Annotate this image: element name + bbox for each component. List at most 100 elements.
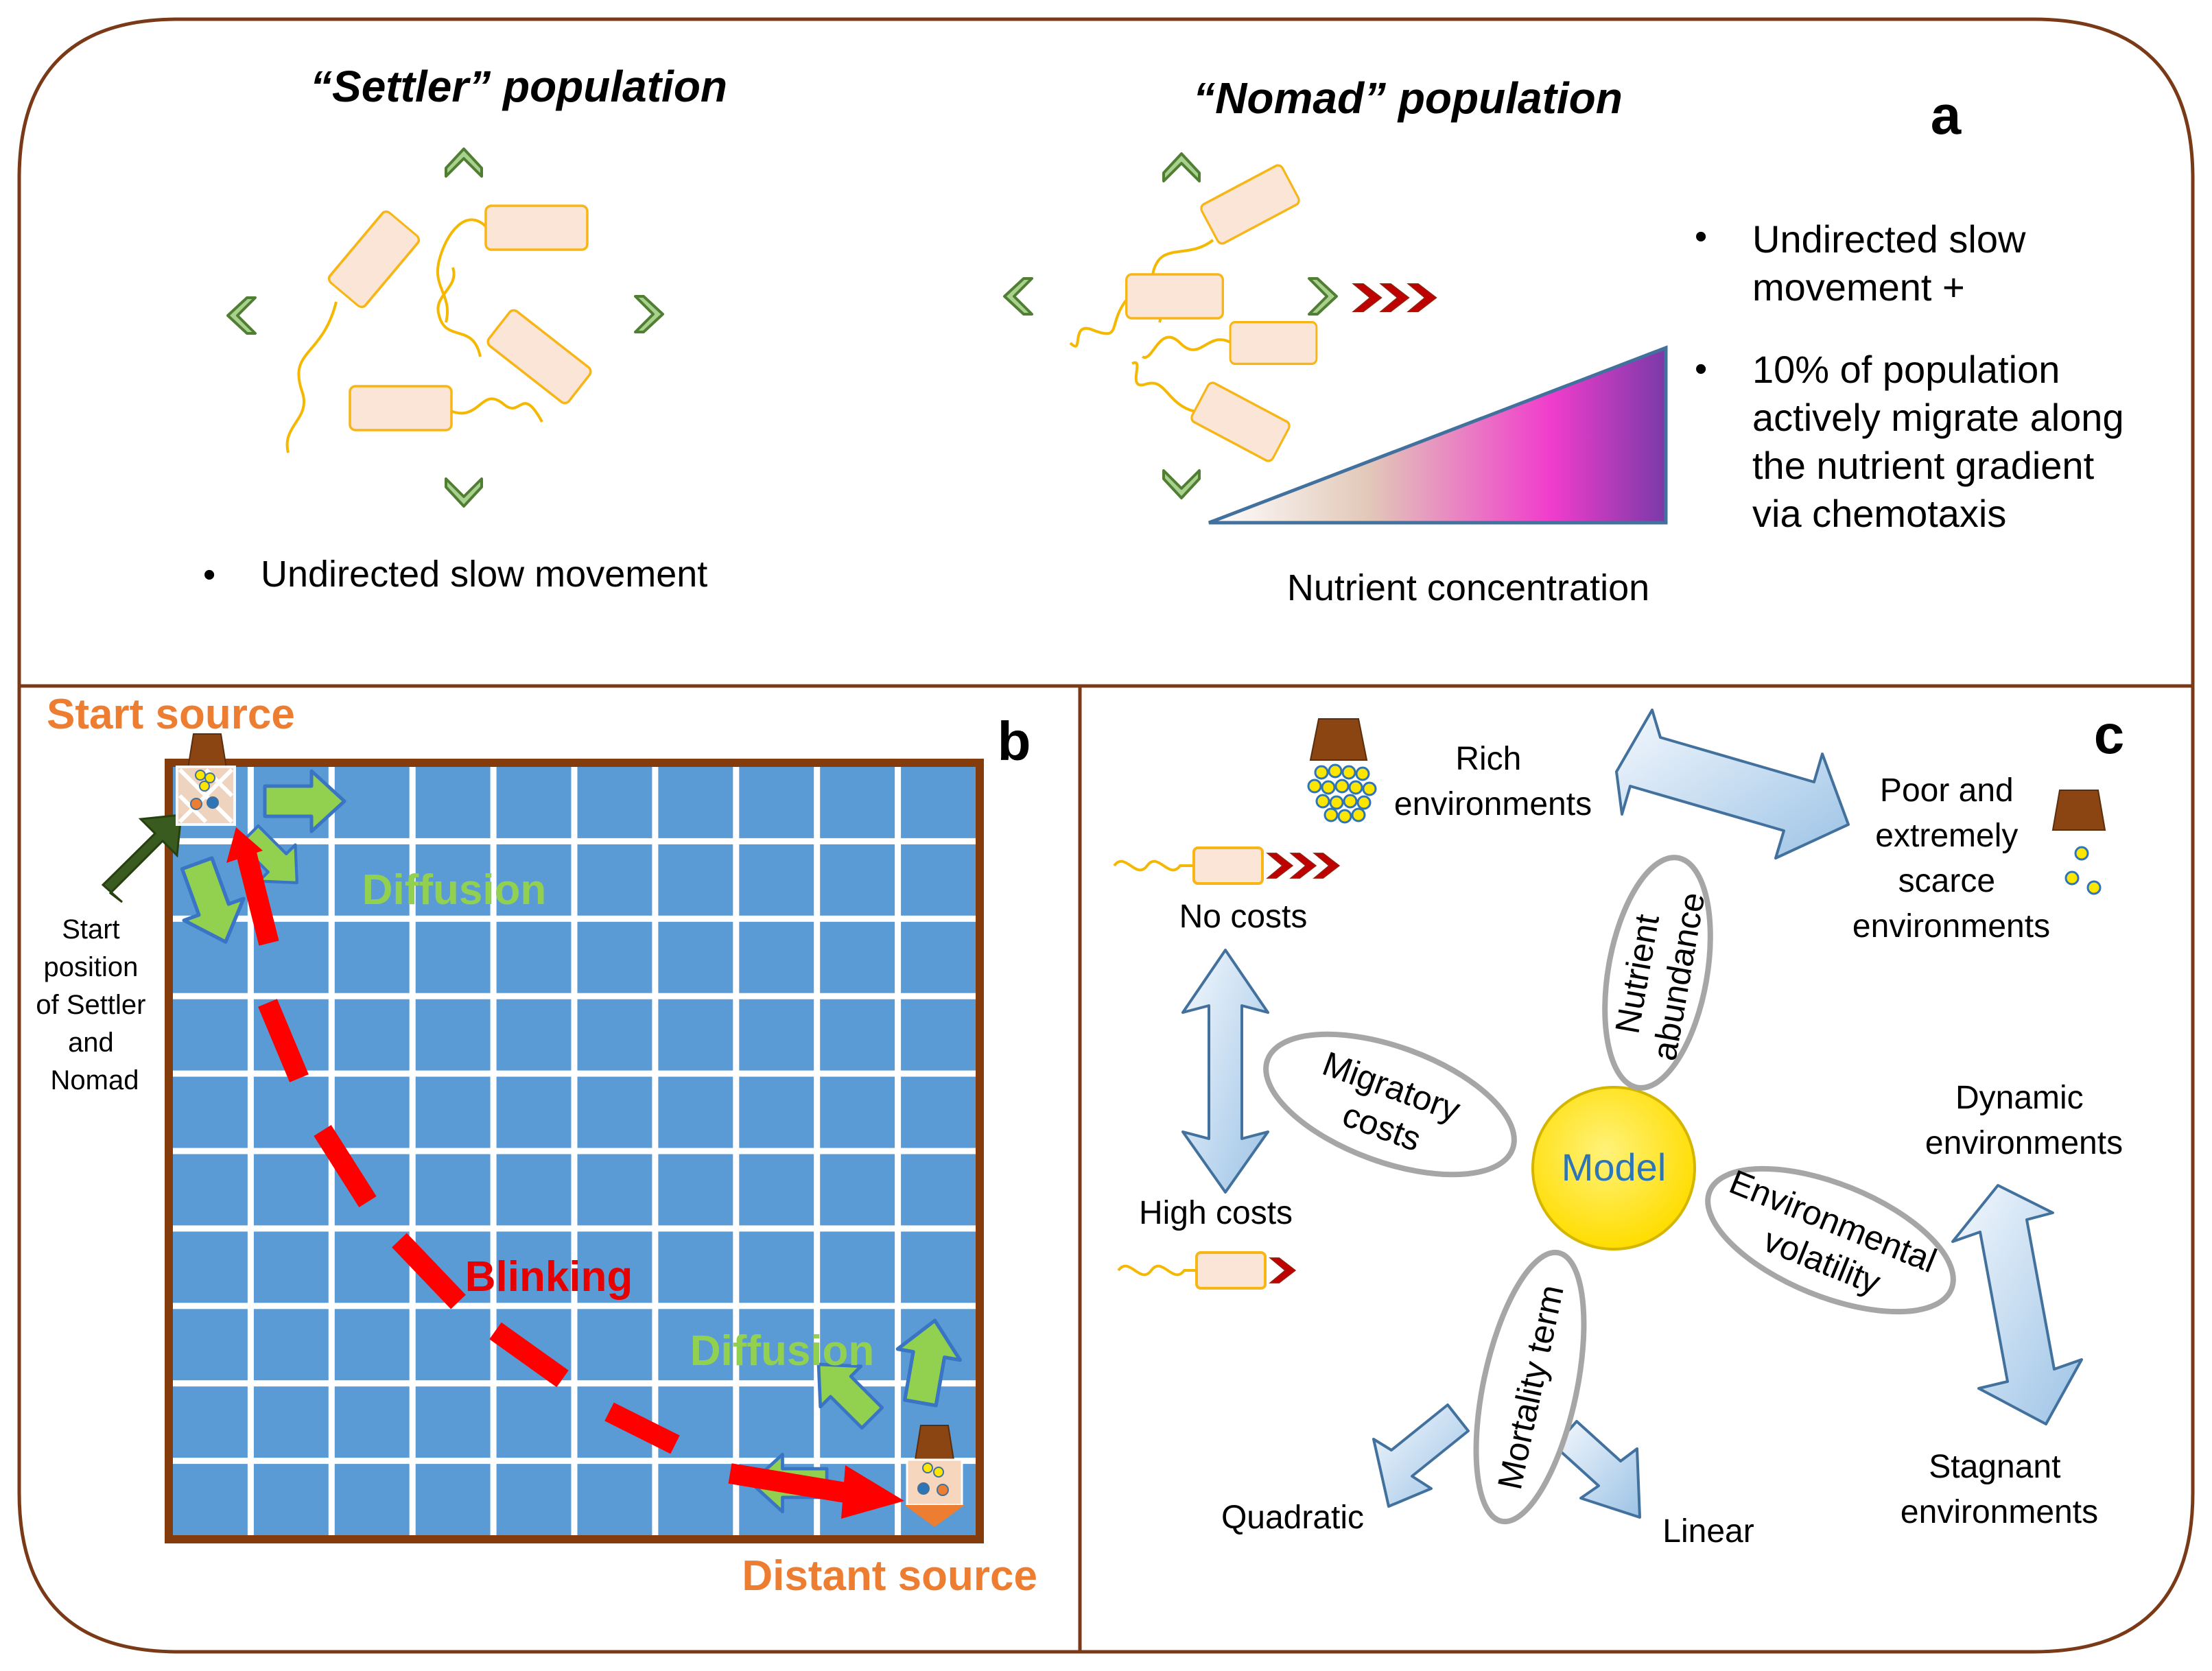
volatility-double-arrow-icon: [1951, 1184, 2083, 1425]
diffusion-label-distant: Diffusion: [690, 1327, 875, 1375]
grid-cell: [820, 767, 895, 838]
bacterium-cell: [325, 208, 423, 311]
bacterium-cell: [1125, 273, 1225, 320]
grid-cell: [496, 1464, 572, 1535]
grid-cell: [173, 1231, 248, 1303]
nutrient-particle: [1329, 795, 1344, 810]
environmental-volatility-petal: Environmental volatility: [1705, 1163, 1956, 1315]
grid-cell: [739, 921, 814, 993]
grid-cell: [577, 844, 652, 916]
grid-cell: [901, 1231, 976, 1303]
grid-cell: [496, 767, 572, 838]
grid-cell: [334, 767, 410, 838]
high-costs-label: High costs: [1139, 1195, 1293, 1231]
grid-cell: [901, 921, 976, 993]
flagellum: [436, 218, 489, 323]
grid-cell: [658, 1076, 733, 1148]
panel-a-letter: a: [1931, 84, 1962, 145]
bacterium-cell: [1198, 162, 1302, 247]
bacterium-cell: [349, 385, 453, 431]
grid-cell: [496, 1386, 572, 1458]
grid-cell: [415, 921, 491, 993]
grid-cell: [253, 1464, 329, 1535]
grid-cell: [820, 999, 895, 1071]
grid-cell: [415, 767, 491, 838]
grid-cell: [496, 999, 572, 1071]
grid-cell: [415, 1464, 491, 1535]
nutrient-particle: [1348, 780, 1363, 795]
quadratic-arrow-icon: [1372, 1403, 1470, 1508]
grid-cell: [658, 1231, 733, 1303]
nutrient-particle: [1337, 809, 1352, 824]
high-cost-bacterium-icon: [1117, 1251, 1296, 1290]
grid-cell: [496, 1231, 572, 1303]
nutrient-particle: [1356, 795, 1372, 810]
nomad-bullet-1: Undirected slow movement +: [1752, 217, 2036, 309]
no-cost-bacterium-icon: [1113, 846, 1340, 885]
nutrient-gradient-triangle: [1208, 345, 1668, 525]
nomad-bullets: • Undirected slow movement + • 10% of po…: [1695, 217, 2134, 535]
grid-cell: [415, 1386, 491, 1458]
settler-bacteria-group: [226, 147, 664, 508]
grid-cell: [739, 999, 814, 1071]
flagellum: [1131, 361, 1196, 413]
nutrient-particle: [1343, 794, 1358, 809]
nomad-bacteria-group: [1003, 152, 1437, 499]
down-chevron-icon: [445, 477, 483, 508]
flagellum: [1141, 335, 1232, 359]
right-chevron-icon: [634, 295, 664, 333]
distant-source-icon: [904, 1425, 965, 1527]
grid-cell: [739, 1386, 814, 1458]
nutrient-particle: [1334, 779, 1350, 794]
flagellum: [436, 267, 482, 357]
start-source-label: Start source: [47, 691, 295, 738]
grid-cell: [334, 1464, 410, 1535]
nutrient-gradient-label: Nutrient concentration: [1287, 567, 1649, 608]
grid-cell: [496, 1154, 572, 1226]
grid-cell: [334, 1309, 410, 1381]
grid-cell: [577, 767, 652, 838]
nutrient-particle: [1355, 766, 1370, 781]
grid-cell: [577, 1231, 652, 1303]
migratory-costs-petal: Migratory costs: [1263, 1031, 1517, 1178]
model-node: [1531, 1086, 1696, 1251]
grid-cell: [739, 1309, 814, 1381]
grid-cell: [901, 1154, 976, 1226]
grid-cell: [253, 1231, 329, 1303]
grid-cell: [334, 921, 410, 993]
grid-cell: [253, 1154, 329, 1226]
grid-cell: [253, 1386, 329, 1458]
bacterium-cell: [484, 307, 594, 407]
panel-c: c Model Nutrient abundance Migratory cos…: [1113, 704, 2124, 1550]
grid-cell: [334, 1076, 410, 1148]
nutrient-particle: [1328, 763, 1343, 779]
up-chevron-icon: [1162, 152, 1201, 182]
panel-a: a “Settler” population “Nomad” populatio…: [203, 62, 2134, 608]
grid-cell: [173, 999, 248, 1071]
quadratic-label: Quadratic: [1221, 1500, 1364, 1536]
poor-environments-label: Poor and extremely scarce environments: [1852, 772, 2050, 945]
nutrient-double-arrow-icon: [1615, 709, 1850, 860]
grid-cell: [415, 1154, 491, 1226]
grid-cell: [901, 999, 976, 1071]
bacterium-cell: [1229, 320, 1318, 366]
grid-cell: [334, 844, 410, 916]
grid-cell: [173, 1386, 248, 1458]
nomad-bullet-2: 10% of population actively migrate along…: [1752, 348, 2134, 535]
nutrient-particle: [1307, 779, 1322, 794]
right-chevron-icon: [1308, 277, 1338, 316]
grid-cell: [173, 1464, 248, 1535]
nutrient-particle: [1321, 780, 1336, 795]
grid-cell: [577, 1154, 652, 1226]
grid-cell: [739, 767, 814, 838]
grid-cell: [173, 1154, 248, 1226]
grid-cell: [658, 999, 733, 1071]
bacterium-cell: [1188, 379, 1293, 464]
nutrient-particle: [1314, 765, 1329, 780]
poor-nutrient-source-icon: [2051, 790, 2106, 895]
bullet-dot: •: [1695, 217, 1707, 257]
panel-b: b Start source Distant source Start posi…: [36, 691, 1037, 1600]
nutrient-particle: [1323, 807, 1339, 822]
up-chevron-icon: [445, 147, 483, 178]
